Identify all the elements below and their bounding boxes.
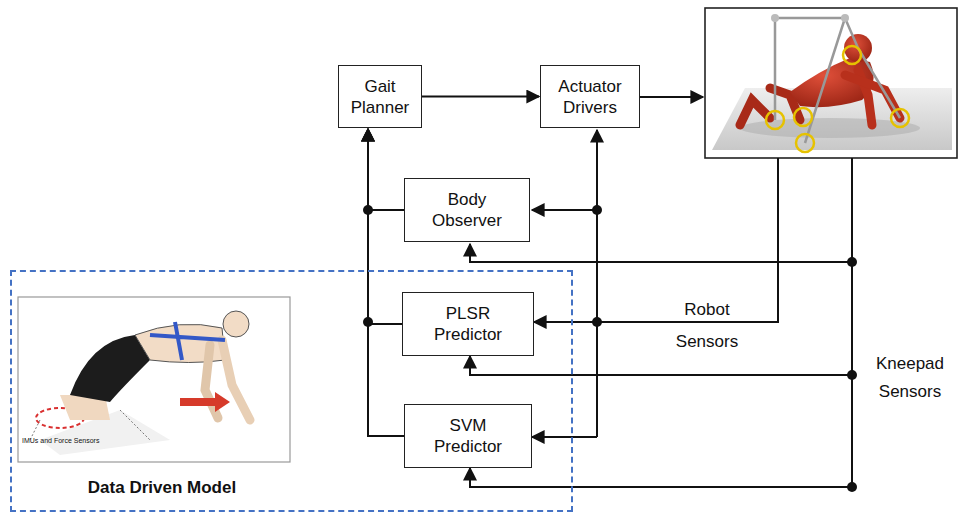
- process-box: Body Observer: [404, 178, 530, 242]
- process-box: Gait Planner: [338, 65, 422, 128]
- connector: [368, 129, 402, 324]
- signal-label: Kneepad Sensors: [864, 350, 956, 406]
- illustration-note: IMUs and Force Sensors: [22, 436, 142, 445]
- region-title: Data Driven Model: [22, 477, 302, 498]
- box-label: Body Observer: [417, 189, 517, 231]
- model-region: Data Driven Model PLSR PredictorSVM Predi…: [10, 270, 573, 512]
- actuator-output-wire: [634, 96, 703, 98]
- process-box: Actuator Drivers: [540, 65, 640, 128]
- process-box: SVM Predictor: [404, 404, 532, 468]
- box-label: SVM Predictor: [418, 415, 518, 457]
- robot-sensor-wires: [532, 130, 778, 437]
- junction-dots: [363, 205, 857, 492]
- process-box: PLSR Predictor: [402, 292, 534, 356]
- connector: [368, 129, 404, 210]
- robot-illustration: [705, 8, 957, 158]
- box-label: Actuator Drivers: [547, 76, 633, 118]
- box-label: PLSR Predictor: [418, 303, 518, 345]
- box-label: Gait Planner: [345, 76, 415, 118]
- connector: [368, 129, 404, 436]
- human-illustration: [18, 297, 290, 462]
- connector: [422, 96, 539, 98]
- signal-label: Robot Sensors: [662, 294, 752, 358]
